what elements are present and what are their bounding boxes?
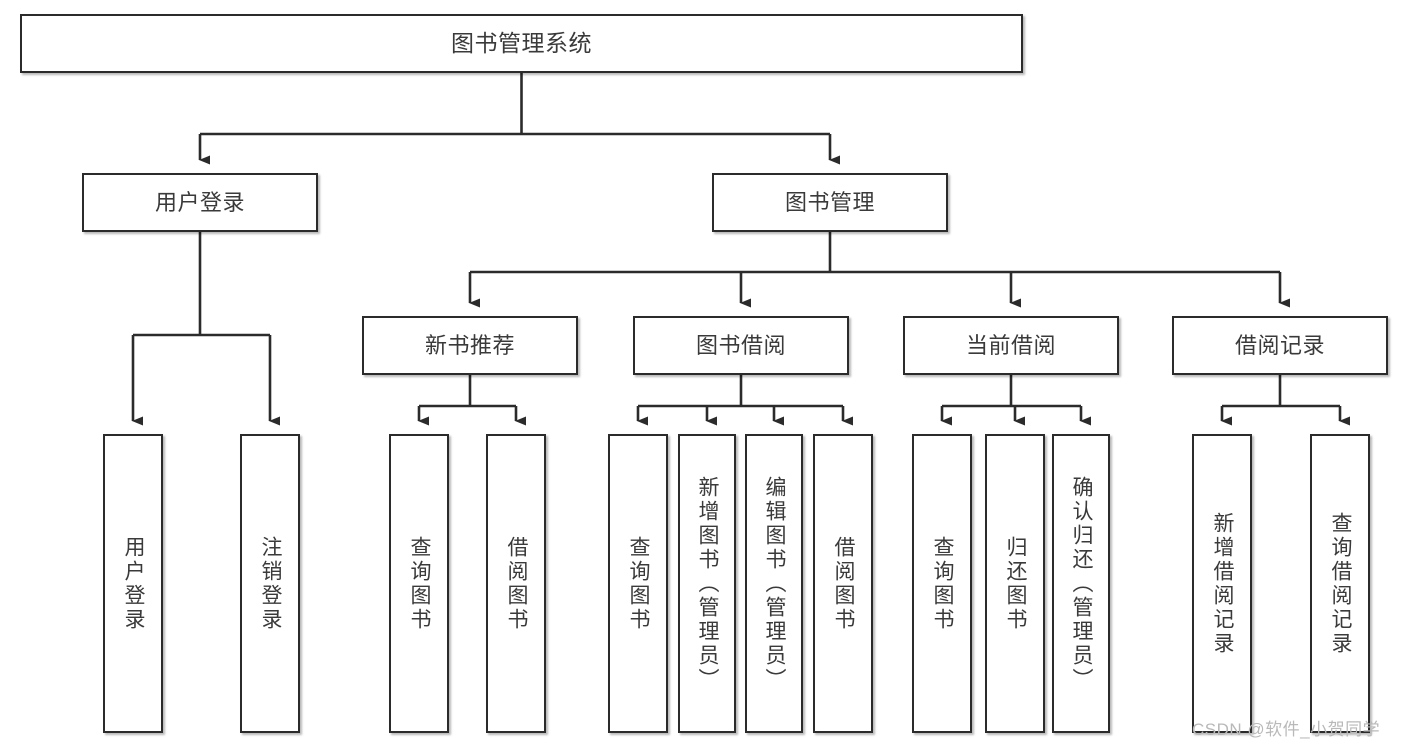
node-records[interactable]: 借阅记录 [1172,316,1388,375]
node-l-query1[interactable]: 查询图书 [389,434,449,733]
node-l-addrec[interactable]: 新增借阅记录 [1192,434,1252,733]
node-l-borrow1[interactable]: 借阅图书 [486,434,546,733]
node-newbooks[interactable]: 新书推荐 [362,316,578,375]
node-label: 新增图书（管理员） [696,475,720,692]
node-label: 查询图书 [408,535,432,632]
node-l-login[interactable]: 用户登录 [103,434,163,733]
node-label: 查询图书 [931,535,955,632]
node-label: 借阅图书 [832,535,856,632]
node-login[interactable]: 用户登录 [82,173,318,232]
node-label: 归还图书 [1004,535,1028,632]
node-l-return[interactable]: 归还图书 [985,434,1045,733]
node-l-addbook[interactable]: 新增图书（管理员） [678,434,736,733]
node-label: 查询图书 [627,535,651,632]
node-label: 图书管理系统 [451,30,592,57]
node-label: 借阅图书 [505,535,529,632]
node-l-query2[interactable]: 查询图书 [608,434,668,733]
node-l-editbook[interactable]: 编辑图书（管理员） [745,434,803,733]
node-label: 图书借阅 [695,332,786,358]
node-label: 用户登录 [154,189,245,215]
node-label: 借阅记录 [1234,332,1325,358]
node-label: 确认归还（管理员） [1070,475,1094,692]
node-l-confirm[interactable]: 确认归还（管理员） [1052,434,1110,733]
node-label: 编辑图书（管理员） [763,475,787,692]
node-label: 查询借阅记录 [1329,511,1353,656]
node-bookmgmt[interactable]: 图书管理 [712,173,948,232]
node-root[interactable]: 图书管理系统 [20,14,1023,73]
node-current[interactable]: 当前借阅 [903,316,1119,375]
node-label: 注销登录 [259,535,283,632]
node-label: 图书管理 [784,189,875,215]
node-label: 用户登录 [122,535,146,632]
node-l-query3[interactable]: 查询图书 [912,434,972,733]
node-l-borrow2[interactable]: 借阅图书 [813,434,873,733]
node-label: 新增借阅记录 [1211,511,1235,656]
node-label: 新书推荐 [424,332,515,358]
node-label: 当前借阅 [965,332,1056,358]
node-l-queryrec[interactable]: 查询借阅记录 [1310,434,1370,733]
node-l-logout[interactable]: 注销登录 [240,434,300,733]
node-borrow[interactable]: 图书借阅 [633,316,849,375]
